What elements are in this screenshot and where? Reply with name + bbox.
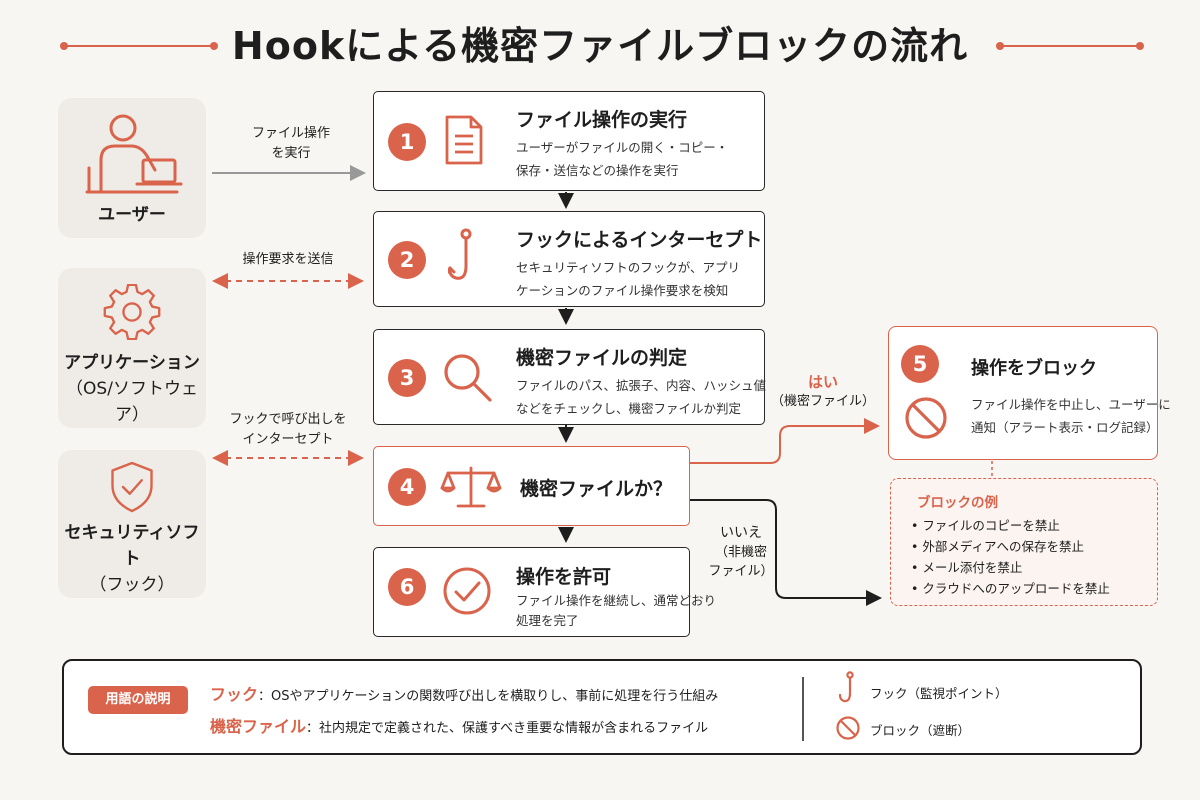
glossary-sep: ： (258, 689, 272, 704)
step-3-box: 3 機密ファイルの判定 ファイルのパス、拡張子、内容、ハッシュ値 などをチェック… (373, 329, 766, 425)
step-1-desc: ユーザーがファイルの開く・コピー・ 保存・送信などの操作を実行 (516, 136, 728, 182)
label-send-request-line1: 操作要求を送信 (242, 252, 334, 267)
step-3-title: 機密ファイルの判定 (516, 347, 688, 369)
label-no: いいえ （非機密 ファイル） (706, 524, 776, 581)
arrow-yes-to-block (690, 418, 880, 464)
step-2-title: フックによるインターセプト (516, 229, 763, 251)
label-yes-sub: （機密ファイル） (770, 394, 875, 409)
actor-user-label: ユーザー (98, 205, 166, 225)
step-1-title: ファイル操作の実行 (516, 109, 688, 131)
block-box: 5 操作をブロック ファイル操作を中止し、ユーザーに 通知（アラート表示・ログ記… (888, 326, 1171, 460)
step-1-desc-line2: 保存・送信などの操作を実行 (516, 163, 679, 178)
label-intercept-line2: インターセプト (242, 432, 334, 447)
actor-security-software: セキュリティソフト （フック） (58, 450, 206, 598)
block-example-text: 外部メディアへの保存を禁止 (922, 539, 1084, 554)
user-at-laptop-icon (85, 114, 183, 194)
legend-prohibited-icon (836, 716, 860, 740)
step-6-box: 6 操作を許可 ファイル操作を継続し、通常どおり 処理を完了 (373, 547, 716, 637)
check-circle-icon (443, 567, 491, 615)
glossary-sep: ： (306, 721, 320, 736)
block-example-item: • ファイルのコピーを禁止 (911, 518, 1060, 533)
label-intercept-line1: フックで呼び出しを (229, 412, 347, 427)
actor-security-sublabel: （フック） (89, 575, 175, 595)
glossary-divider (802, 677, 804, 741)
block-example-item: • メール添付を禁止 (911, 560, 1023, 575)
glossary-panel: 用語の説明 フック：OSやアプリケーションの関数呼び出しを横取りし、事前に処理を… (62, 659, 1142, 755)
label-send-request: 操作要求を送信 (218, 250, 358, 270)
block-example-text: メール添付を禁止 (922, 560, 1023, 575)
block-desc: ファイル操作を中止し、ユーザーに 通知（アラート表示・ログ記録） (971, 393, 1171, 439)
legend-hook-label: フック（監視ポイント） (870, 686, 1008, 701)
step-6-desc-line2: 処理を完了 (516, 613, 579, 628)
glossary-badge: 用語の説明 (88, 686, 188, 714)
document-icon (445, 115, 483, 165)
actor-security-label: セキュリティソフト (64, 523, 200, 569)
block-title: 操作をブロック (971, 358, 1097, 379)
step-4-number: 4 (388, 468, 426, 506)
step-2-number: 2 (388, 241, 426, 279)
step-3-desc-line1: ファイルのパス、拡張子、内容、ハッシュ値 (516, 378, 767, 393)
step-1-number: 1 (388, 123, 426, 161)
title-decoration-left (60, 42, 218, 50)
actor-application-label: アプリケーション (64, 353, 200, 373)
step-6-desc: ファイル操作を継続し、通常どおり 処理を完了 (516, 591, 716, 631)
scales-icon (440, 466, 502, 508)
step-6-number: 6 (388, 568, 426, 606)
block-desc-line2: 通知（アラート表示・ログ記録） (971, 420, 1159, 435)
block-example-text: ファイルのコピーを禁止 (922, 518, 1060, 533)
step-3-desc-line2: などをチェックし、機密ファイルか判定 (516, 401, 742, 416)
actor-application-sublabel: （OS/ソフトウェア） (66, 379, 198, 425)
block-examples-panel: ブロックの例 • ファイルのコピーを禁止 • 外部メディアへの保存を禁止 • メ… (890, 478, 1158, 606)
step-4-title: 機密ファイルか？ (520, 478, 673, 500)
glossary-entry-confidential: 機密ファイル：社内規定で定義された、保護すべき重要な情報が含まれるファイル (210, 713, 708, 737)
gear-icon (103, 284, 161, 340)
shield-check-icon (111, 461, 153, 513)
actor-application: アプリケーション （OS/ソフトウェア） (58, 268, 206, 428)
hook-icon (448, 228, 472, 280)
step-4-box: 4 機密ファイルか？ (373, 446, 690, 526)
block-number: 5 (901, 345, 939, 383)
block-example-item: • クラウドへのアップロードを禁止 (911, 581, 1110, 596)
glossary-entry-hook: フック：OSやアプリケーションの関数呼び出しを横取りし、事前に処理を行う仕組み (210, 681, 718, 705)
step-1-box: 1 ファイル操作の実行 ユーザーがファイルの開く・コピー・ 保存・送信などの操作… (373, 91, 765, 191)
step-2-desc-line2: ケーションのファイル操作要求を検知 (516, 283, 729, 298)
step-3-desc: ファイルのパス、拡張子、内容、ハッシュ値 などをチェックし、機密ファイルか判定 (516, 374, 766, 420)
label-yes-text: はい (807, 373, 838, 391)
label-yes: はい （機密ファイル） (768, 372, 878, 412)
magnifier-icon (444, 354, 492, 402)
step-3-number: 3 (388, 359, 426, 397)
label-execute-line1: ファイル操作 (251, 126, 330, 141)
block-examples-title: ブロックの例 (917, 495, 998, 511)
block-example-text: クラウドへのアップロードを禁止 (922, 581, 1110, 596)
step-6-desc-line1: ファイル操作を継続し、通常どおり (516, 593, 717, 608)
actor-user: ユーザー (58, 98, 206, 238)
block-desc-line1: ファイル操作を中止し、ユーザーに (971, 397, 1171, 412)
label-execute-line2: を実行 (271, 146, 311, 161)
page-title: Hookによる機密ファイルブロックの流れ (231, 24, 969, 68)
step-2-desc-line1: セキュリティソフトのフックが、アプリ (516, 260, 741, 275)
arrow-no-to-examples (690, 499, 882, 606)
glossary-term: 機密ファイル (210, 717, 307, 736)
label-no-line1: いいえ (720, 525, 762, 541)
label-no-line3: ファイル） (708, 564, 774, 579)
prohibited-icon (905, 397, 947, 439)
glossary-definition: 社内規定で定義された、保護すべき重要な情報が含まれるファイル (319, 721, 709, 736)
label-execute: ファイル操作 を実行 (226, 124, 356, 164)
title-decoration-right (996, 42, 1144, 50)
label-no-line2: （非機密 (714, 545, 767, 560)
step-2-desc: セキュリティソフトのフックが、アプリ ケーションのファイル操作要求を検知 (516, 256, 740, 302)
glossary-term: フック (210, 685, 259, 704)
legend-hook-icon (838, 671, 854, 703)
step-2-box: 2 フックによるインターセプト セキュリティソフトのフックが、アプリ ケーション… (373, 211, 765, 307)
glossary-definition: OSやアプリケーションの関数呼び出しを横取りし、事前に処理を行う仕組み (271, 689, 719, 704)
block-example-item: • 外部メディアへの保存を禁止 (911, 539, 1084, 554)
step-6-title: 操作を許可 (516, 566, 612, 588)
label-intercept: フックで呼び出しを インターセプト (218, 410, 358, 450)
step-1-desc-line1: ユーザーがファイルの開く・コピー・ (516, 140, 729, 155)
legend-block-label: ブロック（遮断） (870, 723, 971, 738)
